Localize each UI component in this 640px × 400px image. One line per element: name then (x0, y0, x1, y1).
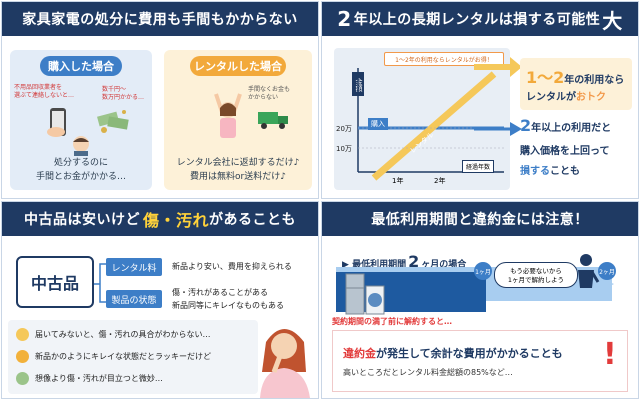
info-long-line-2: 購入価格を上回って (520, 146, 610, 157)
warning-heading: 契約期間の満了前に解約すると… (332, 317, 452, 326)
warning-line-1: 違約金が発生して余計な費用がかかることも (343, 347, 563, 360)
chart-callout: 1〜2年の利用ならレンタルがお得！ (384, 52, 504, 66)
review-1: 届いてみないと、傷・汚れの具合がわからない… (16, 328, 210, 341)
unhappy-face-icon (16, 372, 29, 385)
thinking-woman-icon (260, 329, 310, 398)
bracket-icon (94, 263, 106, 303)
buy-caption-2: 手間とお金がかかる… (35, 172, 126, 182)
row-label-condition: 製品の状態 (106, 290, 162, 308)
row-desc-rent-fee: 新品より安い、費用を抑えられる (172, 262, 292, 271)
worried-person-icon (73, 136, 89, 156)
fridge-icon (345, 273, 385, 315)
happy-woman-icon (214, 93, 242, 138)
review-2: 新品かのようにキレイな状態だとラッキーだけど (16, 350, 211, 363)
warning-line-2: 高いところだとレンタル料金総額の85%など… (343, 368, 513, 377)
buy-caption-1: 処分するのに (53, 158, 108, 168)
tick-x-1: 1年 (392, 177, 404, 185)
warning-box: 違約金が発生して余計な費用がかかることも 高いところだとレンタル料金総額の85%… (332, 330, 628, 392)
series-rent-line (371, 71, 497, 181)
tick-y-10: 10万 (336, 145, 352, 153)
panel-used-goods: 中古品は安いけど傷・汚れがあることも 中古品 レンタル料 新品より安い、費用を抑… (1, 201, 319, 399)
smartphone-icon (47, 108, 66, 137)
rent-caption-1: レンタル会社に返却するだけ♪ (176, 158, 300, 168)
panel-disposal: 家具家電の処分に費用も手間もかからない 購入した場合 不用品回収業者を 選ぶて連… (1, 1, 319, 199)
buy-note-2: 数千円〜 数万円かかる… (102, 86, 145, 101)
happy-face-icon (16, 350, 29, 363)
tick-y-20: 20万 (336, 125, 352, 133)
buy-note-1: 不用品回収業者を 選ぶて連絡しないと… (14, 84, 75, 99)
tick-x-2: 2年 (434, 177, 446, 185)
info-short-line-1: 1〜2年の利用なら (526, 68, 625, 87)
speech-bubble: もう必要ないから 1ヶ月で解約しよう (494, 262, 578, 288)
buy-card: 購入した場合 不用品回収業者を 選ぶて連絡しないと… 数千円〜 数万円かかる… … (10, 50, 152, 190)
info-long-line-3: 損することも (520, 166, 580, 177)
panel-title: 中古品は安いけど傷・汚れがあることも (2, 202, 318, 236)
rent-note: 手間なくお金も かからない (248, 86, 291, 101)
info-box-short: 1〜2年の利用なら レンタルがおトク (520, 58, 632, 110)
rent-caption-2: 費用は無料or送料だけ♪ (190, 172, 286, 182)
buy-tag: 購入した場合 (40, 56, 122, 76)
rent-card: レンタルした場合 手間なくお金も かからない レンタル会社に返却するだけ♪ 費用… (164, 50, 312, 190)
label-buy: 購入 (368, 118, 388, 130)
row-desc-condition: 傷・汚れがあることがある 新品同等にキレイなものもある (172, 288, 284, 310)
money-icon (97, 110, 129, 133)
review-3: 想像より傷・汚れが目立つと微妙… (16, 372, 163, 385)
month-2-marker: 2ヶ月 (598, 262, 616, 280)
used-goods-logo: 中古品 (16, 256, 94, 308)
info-long-line-1: 2年以上の利用だと (520, 116, 612, 135)
rent-tag: レンタルした場合 (190, 56, 286, 76)
delivery-truck-icon (258, 112, 288, 129)
arrow-blue-icon (474, 122, 522, 136)
row-label-rent-fee: レンタル料 (106, 258, 162, 276)
x-axis-label: 経過年数 (462, 160, 495, 173)
exclamation-icon: ! (603, 337, 617, 372)
info-short-line-2: レンタルがおトク (526, 92, 606, 103)
person-icon (578, 254, 600, 288)
info-box-long: 2年以上の利用だと 購入価格を上回って 損することも (516, 116, 634, 192)
review-box: 届いてみないと、傷・汚れの具合がわからない… 新品かのようにキレイな状態だとラッ… (8, 320, 258, 394)
panel-title: 最低利用期間と違約金には注意！ (322, 202, 638, 236)
arrow-orange-icon (474, 57, 522, 77)
panel-title: 家具家電の処分に費用も手間もかからない (2, 2, 318, 36)
worried-face-icon (16, 328, 29, 341)
month-1-marker: 1ヶ月 (474, 262, 492, 280)
